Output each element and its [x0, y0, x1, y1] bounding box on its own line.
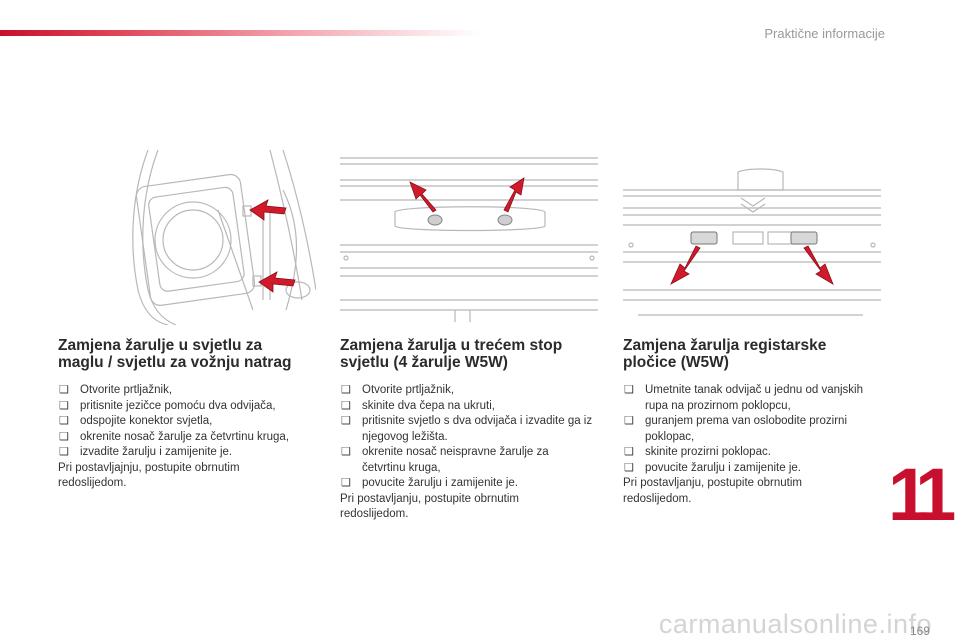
chapter-number: 11 [888, 453, 956, 536]
section-title: Praktične informacije [764, 26, 885, 41]
brake-light-illustration [340, 157, 598, 322]
checkbox-icon: ❑ [59, 399, 69, 412]
checkbox-icon: ❑ [624, 415, 634, 427]
checkbox-icon: ❑ [341, 477, 351, 489]
list-item: ❑guranjem prema van oslobodite prozirni … [624, 415, 847, 443]
section-heading: Zamjena žarulje u svjetlu za maglu / svj… [58, 337, 292, 371]
instruction-list: ❑Otvorite prtljažnik, ❑skinite dva čepa … [340, 383, 595, 492]
checkbox-icon: ❑ [59, 430, 69, 443]
header-accent-bar [0, 30, 480, 36]
list-item: ❑izvadite žarulju i zamijenite je. [58, 445, 313, 461]
list-item: ❑Otvorite prtljažnik, [340, 383, 595, 399]
list-item: ❑povucite žarulju i zamijenite je. [340, 476, 595, 492]
checkbox-icon: ❑ [59, 446, 69, 458]
checkbox-icon: ❑ [341, 415, 351, 427]
column-number-plate-lamps: Zamjena žarulja registarske pločice (W5W… [623, 150, 881, 507]
plate-lamp-illustration [623, 168, 881, 316]
page-number: 169 [909, 624, 930, 638]
reassembly-note: Pri postavljanju, postupite obrnutim red… [340, 492, 519, 521]
list-item: ❑okrenite nosač neispravne žarulje za če… [341, 446, 549, 474]
list-item: ❑odspojite konektor svjetla, [58, 414, 313, 430]
column-third-brake-light: Zamjena žarulja u trećem stop svjetlu (4… [340, 150, 598, 523]
checkbox-icon: ❑ [59, 384, 69, 396]
fog-light-illustration [132, 150, 316, 325]
checkbox-icon: ❑ [341, 446, 351, 458]
checkbox-icon: ❑ [341, 384, 351, 396]
list-item: ❑pritisnite svjetlo s dva odvijača i izv… [341, 415, 593, 443]
section-heading: Zamjena žarulja registarske pločice (W5W… [623, 337, 827, 371]
checkbox-icon: ❑ [624, 384, 634, 396]
reassembly-note: Pri postavljanju, postupite obrnutim red… [623, 477, 802, 505]
list-item: ❑Otvorite prtljažnik, [58, 383, 313, 399]
list-item: ❑Umetnite tanak odvijač u jednu od vanjs… [624, 384, 863, 412]
section-heading: Zamjena žarulja u trećem stop svjetlu (4… [340, 337, 563, 371]
checkbox-icon: ❑ [341, 399, 351, 412]
checkbox-icon: ❑ [59, 415, 69, 427]
list-item: ❑skinite dva čepa na ukruti, [340, 399, 595, 415]
checkbox-icon: ❑ [624, 446, 634, 458]
list-item: ❑okrenite nosač žarulje za četvrtinu kru… [58, 430, 313, 446]
watermark: carmanualsonline.info [658, 609, 932, 639]
reassembly-note: Pri postavljajnju, postupite obrnutim re… [58, 461, 240, 490]
checkbox-icon: ❑ [624, 461, 634, 474]
list-item: ❑pritisnite jezičce pomoću dva odvijača, [58, 399, 313, 415]
instruction-list: ❑Otvorite prtljažnik, ❑pritisnite jezičc… [58, 383, 313, 461]
instruction-list: ❑Umetnite tanak odvijač u jednu od vanjs… [623, 383, 878, 476]
list-item: ❑skinite prozirni poklopac. [623, 445, 878, 461]
list-item: ❑povucite žarulju i zamijenite je. [623, 461, 878, 477]
column-fog-reverse-light: Zamjena žarulje u svjetlu za maglu / svj… [58, 150, 316, 492]
